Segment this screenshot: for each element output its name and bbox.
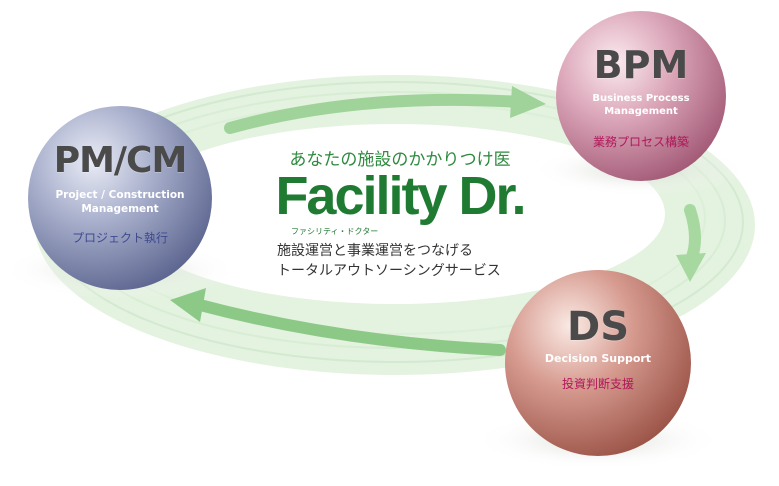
service-description: 施設運営と事業運営をつなげる トータルアウトソーシングサービス: [277, 241, 545, 281]
bpm-japanese: 業務プロセス構築: [592, 135, 689, 149]
pmcm-japanese: プロジェクト執行: [71, 231, 168, 245]
ds-japanese: 投資判断支援: [561, 377, 634, 391]
pmcm-node: PM/CM Project / Construction Management …: [28, 106, 212, 290]
pmcm-abbr: PM/CM: [53, 140, 188, 181]
brand-kana: ファシリティ・ドクター: [291, 227, 379, 236]
bpm-abbr: BPM: [593, 43, 689, 87]
pmcm-english: Project / Construction Management: [55, 189, 185, 215]
ds-node: DS Decision Support 投資判断支援: [505, 270, 691, 456]
ds-abbr: DS: [566, 304, 629, 350]
bpm-english: Business Process Management: [592, 93, 690, 117]
pmcm-sphere: [28, 106, 212, 290]
ds-english: Decision Support: [544, 352, 652, 365]
ds-sphere: [505, 270, 691, 456]
brand-logo: Facility Dr.: [275, 166, 526, 226]
cycle-arrows: [170, 86, 706, 356]
arrow-head-right: [676, 253, 706, 282]
tagline: あなたの施設のかかりつけ医: [289, 150, 511, 170]
description-line-2: トータルアウトソーシングサービス: [277, 263, 501, 279]
arrow-head-top: [510, 86, 546, 118]
bpm-node: BPM Business Process Management 業務プロセス構築: [556, 11, 726, 181]
arrow-head-bottom: [170, 288, 206, 322]
description-line-1: 施設運営と事業運営をつなげる: [277, 243, 473, 259]
bpm-sphere: [556, 11, 726, 181]
